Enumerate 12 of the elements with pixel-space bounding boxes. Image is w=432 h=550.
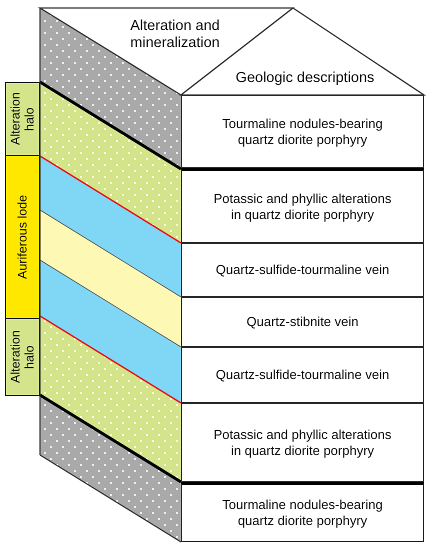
description-row: Tourmaline nodules-bearing quartz diorite porphyry bbox=[181, 95, 424, 168]
header-label: Alteration and mineralization bbox=[100, 18, 250, 52]
description-row: Quartz-sulfide-tourmaline vein bbox=[181, 347, 424, 403]
description-row: Quartz-sulfide-tourmaline vein bbox=[181, 243, 424, 297]
header-label: Geologic descriptions bbox=[205, 70, 405, 87]
description-row: Potassic and phyllic alterations in quartz diorite porphyry bbox=[181, 168, 424, 243]
zone-label-bar: Auriferous lode bbox=[5, 155, 40, 319]
description-row: Potassic and phyllic alterations in quartz diorite porphyry bbox=[181, 403, 424, 482]
zone-label-bar: Alteration halo bbox=[5, 318, 40, 396]
description-row: Tourmaline nodules-bearing quartz diorite porphyry bbox=[181, 482, 424, 542]
zone-label-bar: Alteration halo bbox=[5, 82, 40, 156]
description-row: Quartz-stibnite vein bbox=[181, 297, 424, 347]
